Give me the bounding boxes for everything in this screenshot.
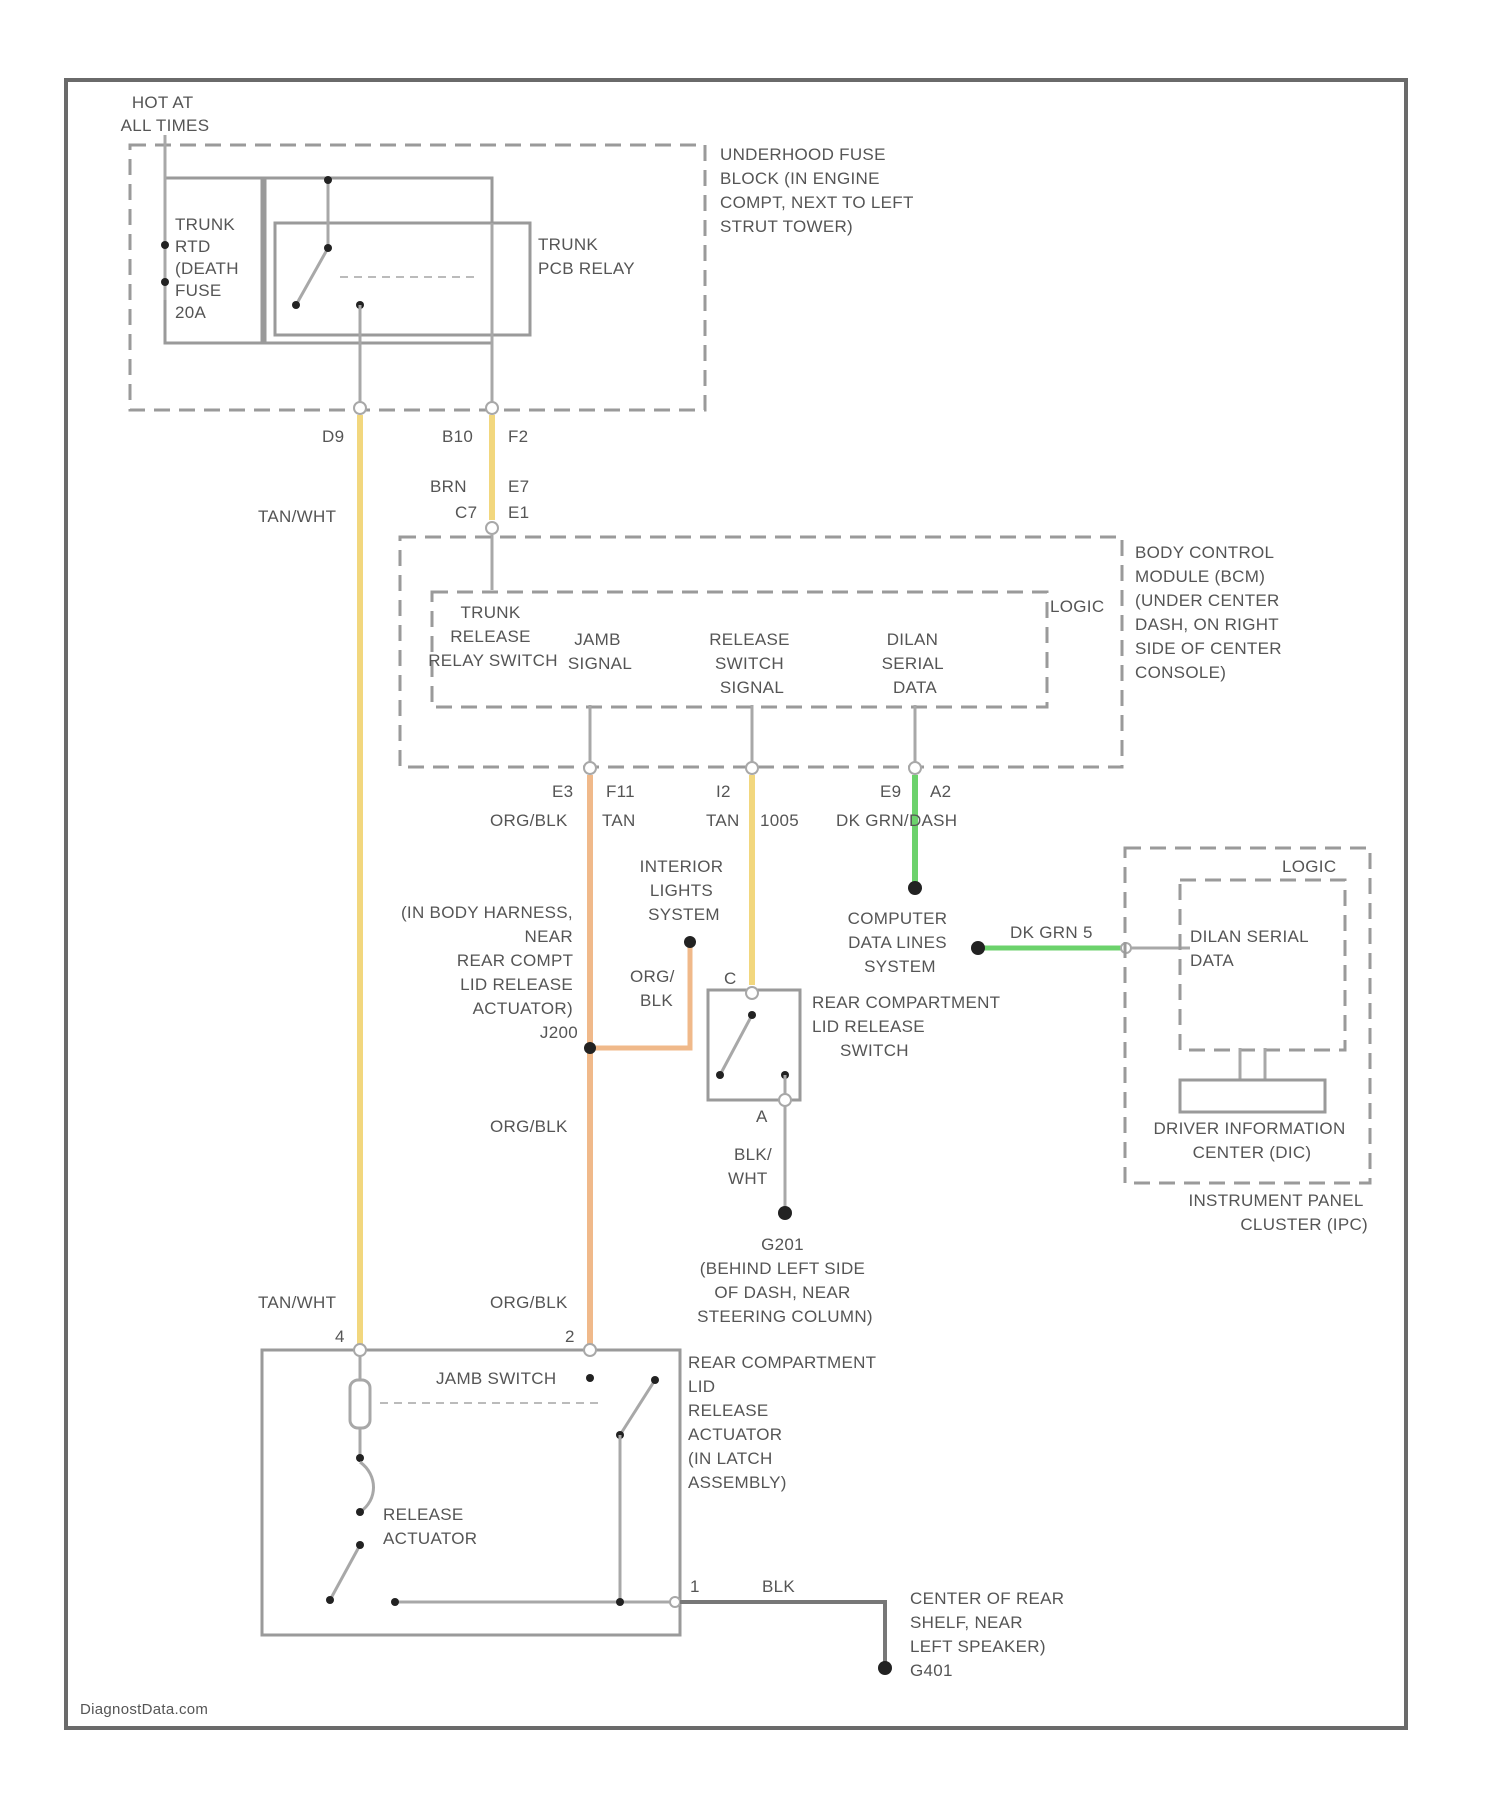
interior-lights-label: INTERIOR LIGHTS SYSTEM (640, 857, 729, 924)
tan-wht-top-label: TAN/WHT (258, 507, 336, 526)
splice-j200-dot (584, 1042, 596, 1054)
dlan-serial-data-ipc-label: DILAN SERIAL DATA (1190, 927, 1313, 970)
interior-lights-dot (684, 936, 696, 948)
jamb-switch-dot (586, 1374, 594, 1382)
computer-data-lines-dot (908, 881, 922, 895)
pin-a2-label: A2 (930, 782, 951, 801)
pin-2-label: 2 (565, 1327, 575, 1346)
code-1005-label: 1005 (760, 811, 799, 830)
pin-c-connector (746, 987, 758, 999)
common-dot (391, 1598, 399, 1606)
in-body-harness-label: (IN BODY HARNESS, NEAR REAR COMPT LID RE… (401, 903, 578, 1042)
release-actuator-blade (330, 1545, 360, 1600)
dk-grn-5-label: DK GRN 5 (1010, 923, 1093, 942)
wire-blk (680, 1602, 885, 1665)
watermark: DiagnostData.com (80, 1701, 208, 1718)
dic-display-box (1180, 1080, 1325, 1112)
jamb-signal-label: JAMB SIGNAL (568, 630, 632, 673)
pin-c-label: C (724, 969, 737, 988)
rear-compt-lid-release-actuator-label: REAR COMPARTMENT LID RELEASE ACTUATOR (I… (688, 1353, 881, 1492)
relay-blade-dot-2 (292, 301, 300, 309)
pin-1-label: 1 (690, 1577, 700, 1596)
blk-wht-label: BLK/ WHT (728, 1145, 777, 1188)
pin-i2-connector (746, 762, 758, 774)
pin-d9-label: D9 (322, 427, 344, 446)
pin-e7-connector (486, 522, 498, 534)
tan-2-label: TAN (706, 811, 740, 830)
release-blade-dot-2 (326, 1596, 334, 1604)
bcm-logic-label: LOGIC (1050, 597, 1104, 616)
hot-at-all-times-label: HOT AT ALL TIMES (121, 93, 210, 135)
dlan-serial-data-label: DILAN SERIAL DATA (882, 630, 949, 697)
org-blk-2-label: ORG/ BLK (630, 967, 680, 1010)
pin-f2-label: F2 (508, 427, 528, 446)
relay-top-dot (324, 176, 332, 184)
pin-e3-label: E3 (552, 782, 573, 801)
org-blk-3-label: ORG/BLK (490, 1117, 568, 1136)
relay-switch-blade (296, 248, 328, 305)
lid-switch-blade (720, 1015, 752, 1075)
pin-a-connector (779, 1094, 791, 1106)
pin-4-connector (354, 1344, 366, 1356)
fuse-dot (161, 241, 169, 249)
release-blade-dot (356, 1541, 364, 1549)
common-dot-2 (616, 1598, 624, 1606)
trunk-pcb-relay-label: TRUNK PCB RELAY (538, 235, 635, 278)
pin-e1-label: E1 (508, 503, 529, 522)
underhood-fuse-block-label: UNDERHOOD FUSE BLOCK (IN ENGINE COMPT, N… (720, 145, 918, 236)
pin-f11-label: F11 (606, 782, 635, 801)
pin-i2-label: I2 (716, 782, 731, 801)
ground-g401-dot (878, 1661, 892, 1675)
relay-blade-dot (324, 244, 332, 252)
lid-switch-dot-2 (716, 1071, 724, 1079)
pin-4-label: 4 (335, 1327, 345, 1346)
jamb-switch-blade (620, 1380, 655, 1435)
tan-wht-bottom-label: TAN/WHT (258, 1293, 336, 1312)
ground-g201-label: G201 (BEHIND LEFT SIDE OF DASH, NEAR STE… (697, 1235, 873, 1326)
pin-1-connector (670, 1597, 680, 1607)
ipc-label: INSTRUMENT PANEL CLUSTER (IPC) (1188, 1191, 1368, 1234)
brn-label: BRN (430, 477, 467, 496)
computer-data-lines-label: COMPUTER DATA LINES SYSTEM (848, 909, 953, 976)
org-blk-4-label: ORG/BLK (490, 1293, 568, 1312)
spring-coil (360, 1462, 374, 1512)
jamb-switch-label: JAMB SWITCH (436, 1369, 556, 1388)
actuator-box (262, 1350, 680, 1635)
ground-g201-dot (778, 1206, 792, 1220)
blk-label: BLK (762, 1577, 795, 1596)
pin-e3-connector (584, 762, 596, 774)
solenoid-dot (356, 1454, 364, 1462)
jamb-blade-dot (651, 1376, 659, 1384)
release-actuator-label: RELEASE ACTUATOR (383, 1505, 477, 1548)
ground-g401-label: CENTER OF REAR SHELF, NEAR LEFT SPEAKER)… (910, 1589, 1069, 1680)
ipc-logic-label: LOGIC (1282, 857, 1336, 876)
dk-grn-dash-label: DK GRN/DASH (836, 811, 957, 830)
fuse-dot-2 (161, 278, 169, 286)
dic-label: DRIVER INFORMATION CENTER (DIC) (1153, 1119, 1350, 1162)
org-blk-1-label: ORG/BLK (490, 811, 568, 830)
trunk-release-relay-switch-label: TRUNK RELEASE RELAY SWITCH (428, 603, 558, 670)
pin-a-label: A (756, 1107, 768, 1126)
bcm-label: BODY CONTROL MODULE (BCM) (UNDER CENTER … (1135, 543, 1287, 682)
spring-dot (356, 1508, 364, 1516)
pin-e9-connector (909, 762, 921, 774)
pin-b10-connector (486, 402, 498, 414)
relay-outer-box (262, 178, 492, 343)
lid-switch-dot (748, 1011, 756, 1019)
pin-e9-label: E9 (880, 782, 901, 801)
pin-d9-connector (354, 402, 366, 414)
rear-compt-lid-release-switch-label: REAR COMPARTMENT LID RELEASE SWITCH (812, 993, 1005, 1060)
pin-b10-label: B10 (442, 427, 473, 446)
release-switch-signal-label: RELEASE SWITCH SIGNAL (709, 630, 795, 697)
fuse-label: TRUNK RTD (DEATH FUSE 20A (175, 215, 244, 322)
pin-2-connector (584, 1344, 596, 1356)
tan-1-label: TAN (602, 811, 636, 830)
computer-data-lines-dot-2 (971, 941, 985, 955)
solenoid-box (350, 1380, 370, 1428)
pin-c7-label: C7 (455, 503, 477, 522)
pin-e7-label: E7 (508, 477, 529, 496)
